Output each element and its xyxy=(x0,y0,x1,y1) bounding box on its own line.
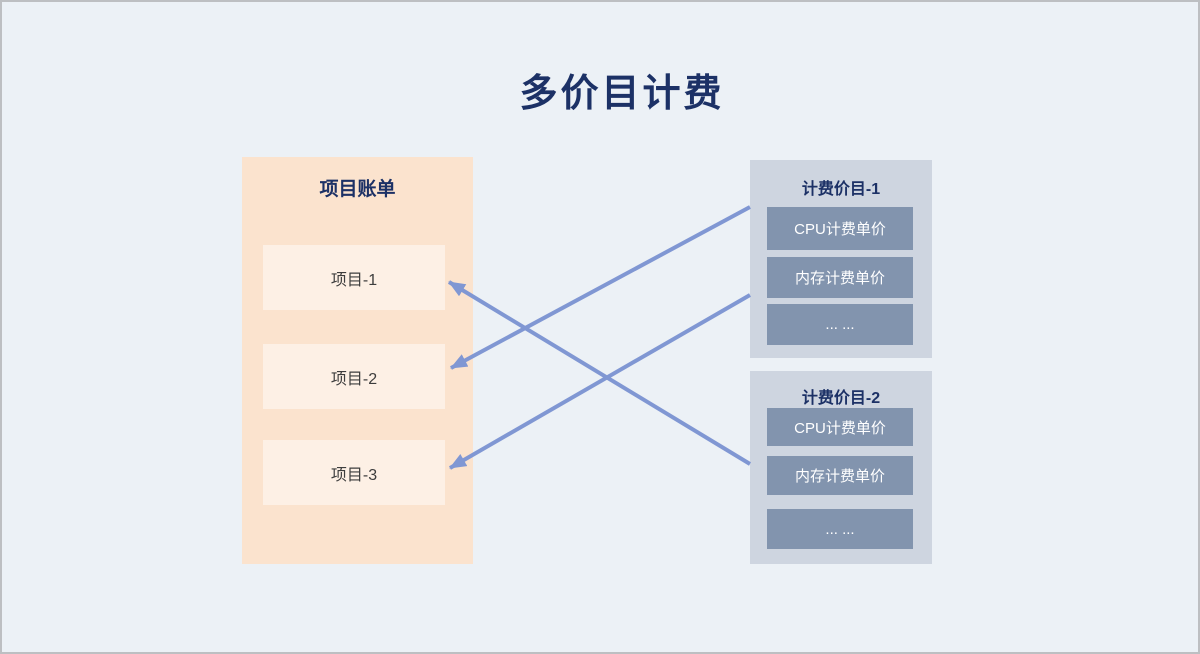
project-item-1: 项目-1 xyxy=(263,245,445,310)
price-list-1-title: 计费价目-1 xyxy=(801,181,881,198)
price-list-panel-1: 计费价目-1 CPU计费单价 内存计费单价 ... ... xyxy=(750,160,932,358)
price-row-cpu: CPU计费单价 xyxy=(767,408,913,446)
connection-arrow xyxy=(447,280,752,466)
connection-arrow xyxy=(449,293,751,470)
project-item-3: 项目-3 xyxy=(263,440,445,505)
connection-arrow xyxy=(450,205,751,370)
bill-panel-title: 项目账单 xyxy=(319,179,396,200)
project-bill-panel: 项目账单 项目-1 项目-2 项目-3 xyxy=(242,157,473,564)
price-row-cpu: CPU计费单价 xyxy=(767,207,913,250)
price-list-2-title: 计费价目-2 xyxy=(801,390,881,407)
project-item-2: 项目-2 xyxy=(263,344,445,409)
price-list-panel-2: 计费价目-2 CPU计费单价 内存计费单价 ... ... xyxy=(750,371,932,564)
price-row-memory: 内存计费单价 xyxy=(767,456,913,495)
diagram-title: 多价目计费 xyxy=(519,73,725,115)
price-row-memory: 内存计费单价 xyxy=(767,257,913,298)
price-row-ellipsis: ... ... xyxy=(767,304,913,345)
price-row-ellipsis: ... ... xyxy=(767,509,913,549)
